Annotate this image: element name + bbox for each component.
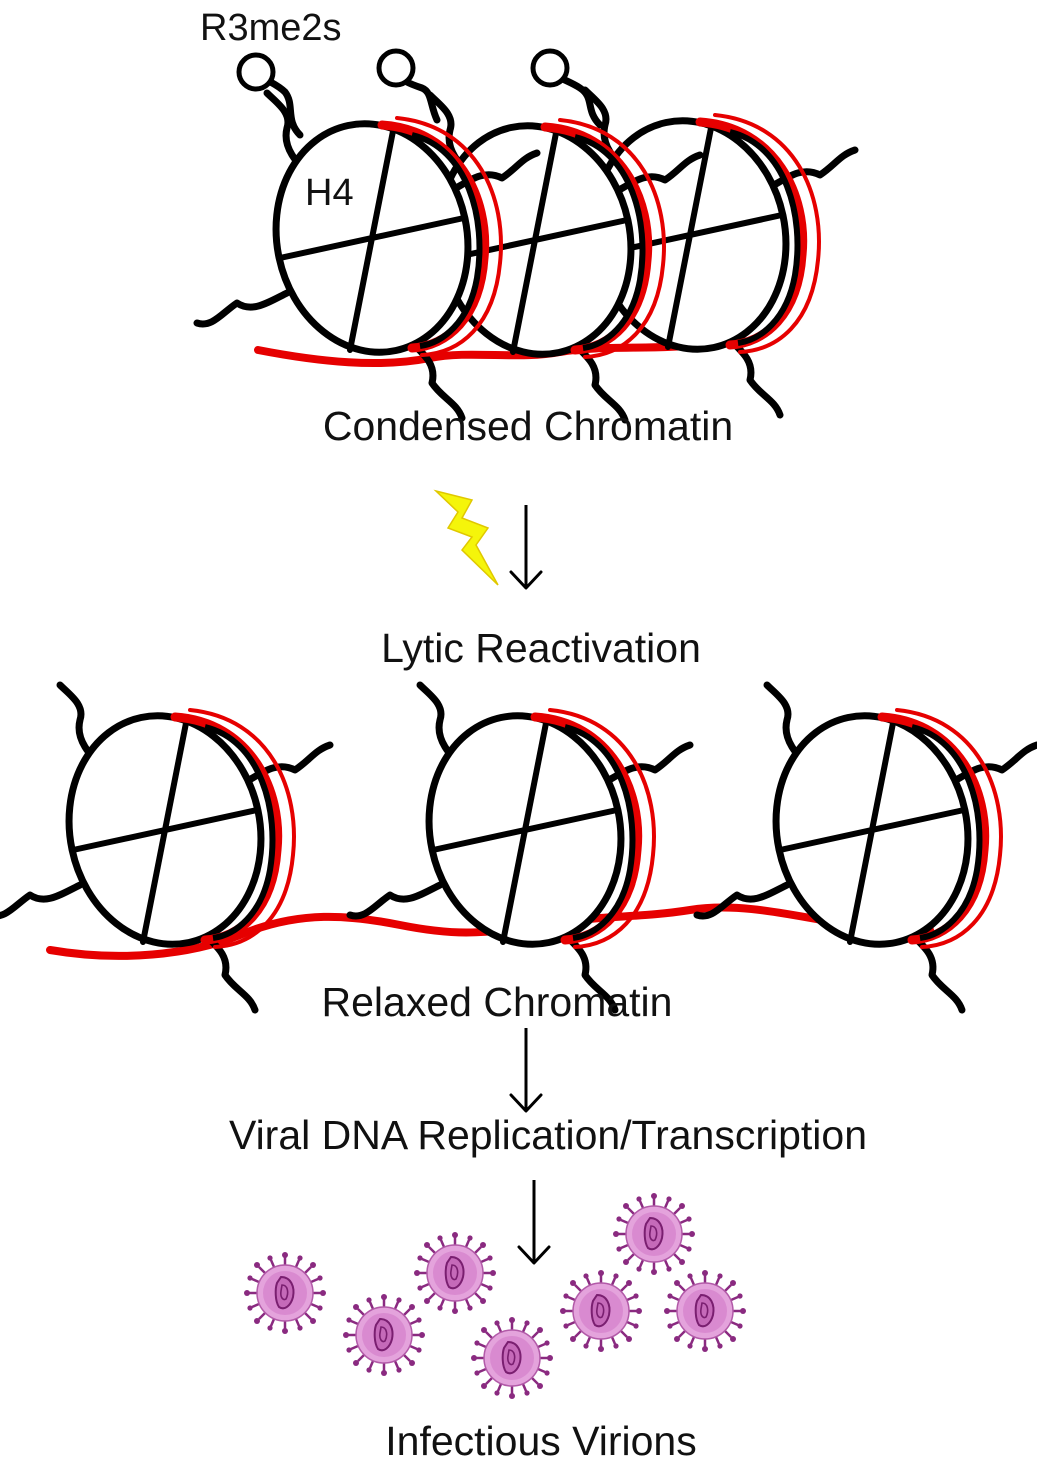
virions-cluster xyxy=(242,1191,748,1401)
relaxed-chromatin-label: Relaxed Chromatin xyxy=(322,979,673,1025)
virus-particle-icon xyxy=(341,1292,427,1378)
r3me2s-mark xyxy=(236,52,304,139)
r3me2s-mark xyxy=(376,48,441,124)
lytic-reactivation-label: Lytic Reactivation xyxy=(381,625,701,671)
infectious-virions-label: Infectious Virions xyxy=(385,1418,696,1464)
virus-particle-icon xyxy=(611,1191,697,1277)
relaxed-chromatin-illustration xyxy=(0,685,1037,1010)
r3me2s-mark xyxy=(530,48,604,129)
virus-particle-icon xyxy=(662,1268,748,1354)
viral-replication-label: Viral DNA Replication/Transcription xyxy=(229,1112,867,1158)
virus-particle-icon xyxy=(469,1315,555,1401)
virus-particle-icon xyxy=(558,1268,644,1354)
linker-dna xyxy=(254,341,704,368)
modification-label: R3me2s xyxy=(200,7,342,49)
down-arrow-icon xyxy=(509,503,543,590)
histone-label: H4 xyxy=(305,172,354,214)
condensed-chromatin-label: Condensed Chromatin xyxy=(323,403,733,449)
virus-particle-icon xyxy=(242,1250,328,1336)
nucleosome xyxy=(697,685,1037,1010)
down-arrow-icon xyxy=(509,1026,543,1113)
condensed-chromatin-illustration: R3me2s H4 xyxy=(197,7,855,420)
nucleosome xyxy=(350,685,690,1010)
virus-particle-icon xyxy=(412,1230,498,1316)
nucleosome xyxy=(0,685,330,1010)
lightning-bolt-icon xyxy=(433,489,499,586)
down-arrow-icon xyxy=(517,1178,551,1265)
